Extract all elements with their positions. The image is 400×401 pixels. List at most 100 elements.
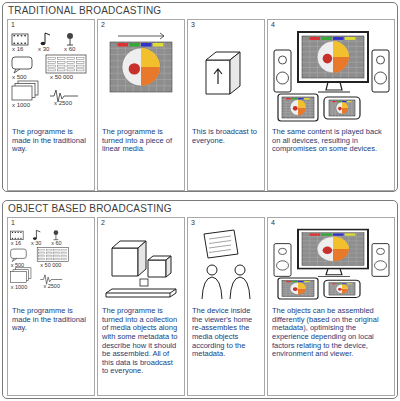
metadata-line xyxy=(209,236,231,239)
quantity-label: x 60 xyxy=(51,240,61,246)
speaker-cone xyxy=(375,72,387,84)
test-card xyxy=(110,42,172,92)
phone xyxy=(324,97,360,119)
viewer-body xyxy=(230,277,250,299)
card-wedge xyxy=(298,288,306,294)
viewer-head xyxy=(207,265,217,275)
test-card xyxy=(329,100,355,116)
card-face xyxy=(293,106,298,111)
mic-icon xyxy=(67,33,73,39)
quantity-label: x 50 000 xyxy=(40,262,61,268)
step-box: 4The same content is played back on all … xyxy=(267,19,395,191)
script-line xyxy=(54,252,60,254)
card-bar xyxy=(309,37,320,40)
card-bar xyxy=(304,98,309,99)
raw-media xyxy=(11,230,69,284)
playback-devices xyxy=(274,230,389,299)
card-wedge xyxy=(333,237,349,249)
note-icon xyxy=(36,230,40,238)
card-wedge xyxy=(141,48,160,67)
monitor xyxy=(298,230,368,269)
card-wedge xyxy=(333,57,349,73)
script-line xyxy=(48,58,56,60)
script-line xyxy=(77,65,85,67)
note-icon xyxy=(45,33,50,43)
tablet xyxy=(278,278,318,299)
script-line xyxy=(46,255,52,257)
step-number: 1 xyxy=(11,219,15,226)
step-box: 2The programme is turned into a piece of… xyxy=(97,19,185,191)
metadata-line xyxy=(209,245,231,248)
film-hole xyxy=(12,232,13,233)
speaker-cone xyxy=(279,248,287,254)
script-line xyxy=(39,258,45,260)
script-line xyxy=(77,69,85,71)
section-title: OBJECT BASED BROADCASTING xyxy=(8,203,172,214)
phone xyxy=(324,280,360,297)
bubble-icon xyxy=(11,249,27,258)
card-face xyxy=(338,288,342,291)
film-hole xyxy=(14,35,16,36)
note-icon xyxy=(33,237,37,240)
card-bar xyxy=(321,37,332,40)
card-bar xyxy=(292,98,297,99)
metadata-line xyxy=(209,241,231,244)
script-line xyxy=(58,65,66,67)
test-card xyxy=(282,280,314,296)
speaker xyxy=(274,50,291,92)
card-bar xyxy=(347,283,351,285)
film-hole xyxy=(17,35,19,36)
step-number: 3 xyxy=(191,21,195,28)
card-circle xyxy=(317,41,349,73)
script-icon xyxy=(37,248,68,262)
step-caption: The same content is played back on all d… xyxy=(272,128,390,154)
script-line xyxy=(61,249,67,251)
speaker-cone xyxy=(277,261,289,270)
speaker-cone xyxy=(277,72,289,84)
script-line xyxy=(67,61,75,63)
film-hole xyxy=(12,238,13,239)
card-circle xyxy=(336,284,348,293)
quantity-label: x 16 xyxy=(12,46,23,52)
quantity-label: x 50 000 xyxy=(50,74,73,80)
card-bar xyxy=(345,37,356,40)
metadata-sheet xyxy=(204,230,238,258)
card-wedge xyxy=(298,100,306,108)
script-line xyxy=(39,252,45,254)
script-line xyxy=(39,249,45,251)
film-hole xyxy=(20,238,21,239)
card-bar xyxy=(342,101,346,102)
film-hole xyxy=(20,232,21,233)
object-box xyxy=(138,241,146,276)
step-box: 2The programme is turned into a collecti… xyxy=(97,217,185,396)
script-line xyxy=(67,69,75,71)
card-wedge xyxy=(298,282,306,288)
speaker-cone xyxy=(377,56,385,64)
test-card xyxy=(302,36,364,78)
quantity-label: x 1000 xyxy=(11,284,28,290)
quantity-label: x 500 xyxy=(11,262,24,268)
card-bar xyxy=(337,101,341,102)
film-hole xyxy=(21,43,23,44)
object-box xyxy=(140,279,148,286)
script-icon xyxy=(46,55,86,73)
step-number: 1 xyxy=(11,21,15,28)
script-line xyxy=(58,61,66,63)
film-hole xyxy=(15,238,16,239)
step-caption: The programme is turned into a piece of … xyxy=(102,128,180,154)
script-line xyxy=(54,255,60,257)
card-circle xyxy=(122,48,160,86)
monitor-stand xyxy=(318,269,350,277)
mic-icon xyxy=(67,39,73,45)
test-card xyxy=(302,233,364,266)
card-wedge xyxy=(342,108,348,114)
card-bar xyxy=(129,43,140,47)
step-number: 2 xyxy=(101,21,105,28)
quantity-label: x 16 xyxy=(11,240,21,246)
object-box xyxy=(112,248,138,276)
step-number: 2 xyxy=(101,219,105,226)
script-line xyxy=(58,69,66,71)
card-circle xyxy=(317,237,349,262)
card-bar xyxy=(298,98,303,99)
card-wedge xyxy=(342,102,348,108)
